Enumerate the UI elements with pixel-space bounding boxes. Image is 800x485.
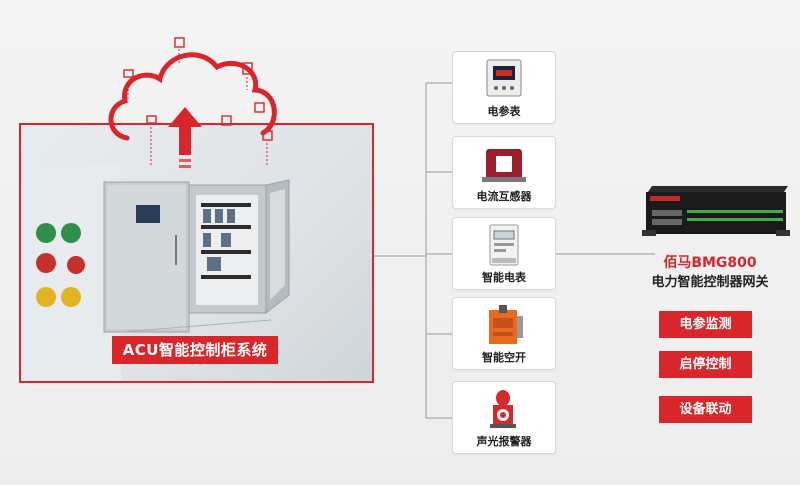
cloud-diagram [108,37,277,168]
green-button-icon [36,223,56,243]
gateway-device-image [642,186,790,236]
function-device-linkage: 设备联动 [659,396,752,423]
user-icon [174,37,185,48]
red-button-icon [36,253,56,273]
device-card-current-transformer: 电流互感器 [452,136,556,209]
cabinet-illustration [21,165,290,381]
device-label: 智能电表 [482,271,526,284]
power-meter-icon [486,59,522,97]
current-transformer-icon [482,149,526,182]
device-label: 声光报警器 [476,435,532,448]
document-icon [242,62,253,75]
upload-arrow-icon [168,107,202,155]
device-label: 电流互感器 [476,190,532,203]
device-card-power-meter: 电参表 [452,51,556,124]
smart-breaker-icon [489,305,523,344]
device-card-alarm: 声光报警器 [452,381,556,454]
function-start-stop-control: 启停控制 [659,351,752,378]
alarm-light-icon [490,390,516,428]
gateway-name: 佰马BMG800 [663,255,757,271]
cloud-icon [108,52,277,141]
device-card-smart-meter: 智能电表 [452,217,556,290]
gateway-subtitle: 电力智能控制器网关 [651,275,769,290]
chart-icon [221,115,232,126]
device-card-smart-breaker: 智能空开 [452,297,556,370]
acu-system-label: ACU智能控制柜系统 [112,336,278,364]
signal-icon [262,130,273,141]
smart-meter-icon [489,224,519,266]
device-label: 智能空开 [482,351,526,364]
device-label: 电参表 [487,105,521,118]
function-power-monitoring: 电参监测 [659,311,752,338]
screen-icon [146,115,157,124]
settings-icon [254,102,265,113]
monitor-icon [123,69,134,78]
